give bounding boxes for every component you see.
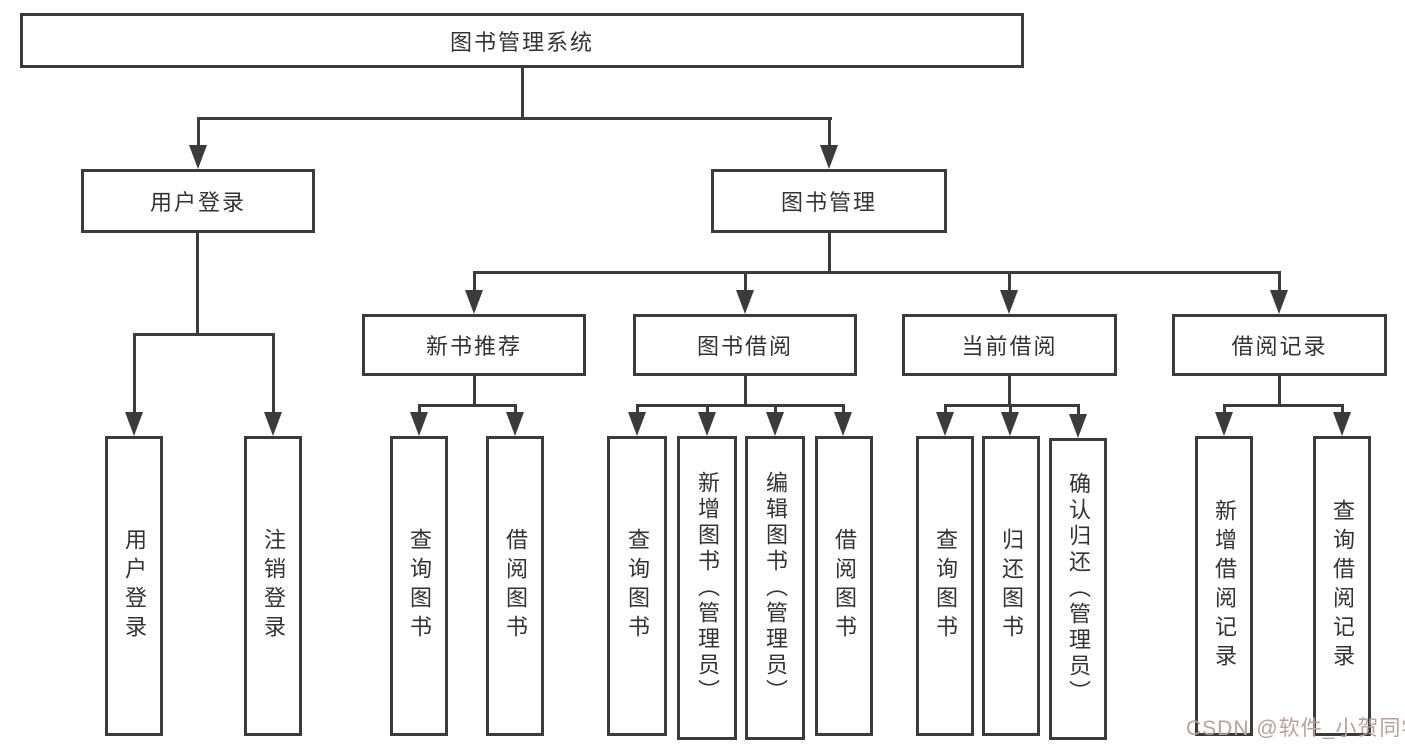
leaf-nb-borrow-book-label: 借阅图书 — [503, 528, 528, 644]
arrowhead-down-icon — [1333, 412, 1351, 436]
connector-line — [521, 66, 524, 119]
connector-line — [1341, 404, 1344, 418]
connector-line — [944, 404, 1080, 407]
connector-line — [272, 333, 275, 415]
node-book-management-label: 图书管理 — [780, 190, 877, 215]
connector-line — [636, 404, 639, 418]
leaf-bb-borrow-book-label: 借阅图书 — [832, 528, 857, 644]
leaf-bb-add-book-admin-label: 新增图书（管理员） — [695, 471, 720, 705]
node-book-borrow: 图书借阅 — [633, 314, 857, 376]
arrowhead-down-icon — [125, 412, 143, 436]
connector-line — [944, 404, 947, 418]
connector-line — [133, 333, 136, 415]
leaf-br-add-record-label: 新增借阅记录 — [1212, 499, 1237, 673]
leaf-bb-query-book: 查询图书 — [607, 436, 667, 736]
arrowhead-down-icon — [1215, 412, 1233, 436]
connector-line — [473, 271, 476, 293]
connector-line — [1008, 271, 1011, 293]
connector-line — [1223, 404, 1226, 418]
arrowhead-down-icon — [410, 412, 428, 436]
connector-line — [133, 333, 275, 336]
connector-line — [774, 404, 777, 418]
arrowhead-down-icon — [834, 412, 852, 436]
node-root: 图书管理系统 — [20, 13, 1024, 68]
connector-line — [197, 117, 832, 120]
leaf-nb-query-book: 查询图书 — [390, 436, 448, 736]
arrowhead-down-icon — [264, 412, 282, 436]
leaf-logout-label: 注销登录 — [261, 528, 286, 644]
connector-line — [744, 271, 747, 293]
node-current-borrow-label: 当前借阅 — [961, 334, 1058, 359]
leaf-cb-query-book-label: 查询图书 — [933, 528, 958, 644]
leaf-bb-add-book-admin: 新增图书（管理员） — [677, 436, 737, 740]
connector-line — [473, 376, 476, 407]
connector-line — [514, 404, 517, 418]
leaf-nb-borrow-book: 借阅图书 — [486, 436, 544, 736]
arrowhead-down-icon — [736, 290, 754, 314]
arrowhead-down-icon — [465, 290, 483, 314]
node-borrow-record: 借阅记录 — [1172, 314, 1387, 376]
leaf-user-login: 用户登录 — [105, 436, 163, 736]
arrowhead-down-icon — [698, 412, 716, 436]
node-new-book-recommend: 新书推荐 — [362, 314, 586, 376]
leaf-br-add-record: 新增借阅记录 — [1195, 436, 1253, 736]
connector-line — [1009, 404, 1012, 418]
leaf-cb-confirm-return-admin-label: 确认归还（管理员） — [1066, 472, 1091, 706]
connector-line — [842, 404, 845, 418]
leaf-cb-return-book: 归还图书 — [982, 436, 1040, 736]
connector-line — [418, 404, 517, 407]
leaf-cb-return-book-label: 归还图书 — [999, 528, 1024, 644]
leaf-bb-query-book-label: 查询图书 — [625, 528, 650, 644]
node-current-borrow: 当前借阅 — [902, 314, 1117, 376]
connector-line — [636, 404, 845, 407]
arrowhead-down-icon — [628, 412, 646, 436]
connector-line — [828, 233, 831, 274]
node-book-management: 图书管理 — [711, 169, 947, 233]
node-book-borrow-label: 图书借阅 — [696, 334, 793, 359]
leaf-br-query-record: 查询借阅记录 — [1313, 436, 1371, 736]
leaf-br-query-record-label: 查询借阅记录 — [1330, 499, 1355, 673]
leaf-cb-query-book: 查询图书 — [916, 436, 974, 736]
leaf-bb-edit-book-admin: 编辑图书（管理员） — [745, 436, 805, 740]
leaf-cb-confirm-return-admin: 确认归还（管理员） — [1049, 438, 1107, 740]
leaf-nb-query-book-label: 查询图书 — [407, 528, 432, 644]
node-root-label: 图书管理系统 — [449, 29, 594, 55]
arrowhead-down-icon — [766, 412, 784, 436]
node-borrow-record-label: 借阅记录 — [1231, 334, 1328, 359]
arrowhead-down-icon — [820, 145, 838, 169]
node-user-login: 用户登录 — [81, 169, 315, 233]
connector-line — [418, 404, 421, 418]
connector-line — [1278, 376, 1281, 407]
connector-line — [1008, 376, 1011, 407]
connector-line — [1278, 271, 1281, 293]
connector-line — [744, 376, 747, 407]
leaf-bb-edit-book-admin-label: 编辑图书（管理员） — [763, 471, 788, 705]
arrowhead-down-icon — [936, 412, 954, 436]
connector-line — [197, 117, 200, 147]
arrowhead-down-icon — [1000, 290, 1018, 314]
leaf-bb-borrow-book: 借阅图书 — [815, 436, 873, 736]
node-user-login-label: 用户登录 — [149, 190, 246, 215]
connector-line — [1077, 404, 1080, 418]
leaf-user-login-label: 用户登录 — [122, 528, 147, 644]
connector-line — [473, 271, 1281, 274]
csdn-watermark: CSDN @软件_小贺同学 — [1186, 717, 1405, 740]
connector-line — [828, 117, 831, 147]
connector-line — [1223, 404, 1344, 407]
arrowhead-down-icon — [506, 412, 524, 436]
connector-line — [706, 404, 709, 418]
arrowhead-down-icon — [189, 145, 207, 169]
connector-line — [196, 233, 199, 336]
arrowhead-down-icon — [1270, 290, 1288, 314]
leaf-logout: 注销登录 — [244, 436, 302, 736]
arrowhead-down-icon — [1069, 414, 1087, 438]
node-new-book-recommend-label: 新书推荐 — [425, 334, 522, 359]
arrowhead-down-icon — [1001, 412, 1019, 436]
